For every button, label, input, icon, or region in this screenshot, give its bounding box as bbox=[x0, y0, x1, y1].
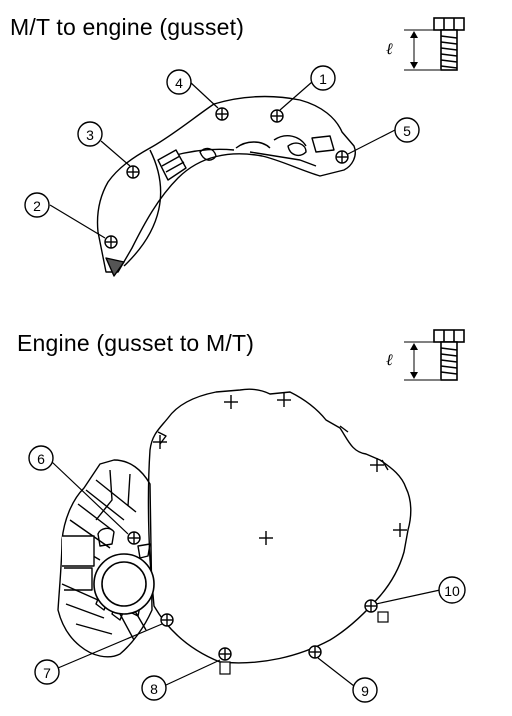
svg-text:7: 7 bbox=[43, 665, 51, 681]
callout-3: 3 bbox=[77, 121, 103, 147]
bolt-length-icon bbox=[404, 17, 465, 71]
svg-text:5: 5 bbox=[403, 123, 411, 139]
plus-markers bbox=[153, 393, 407, 545]
svg-text:8: 8 bbox=[150, 681, 158, 697]
svg-text:6: 6 bbox=[37, 451, 45, 467]
gusset-outline bbox=[96, 95, 356, 277]
svg-text:2: 2 bbox=[33, 198, 41, 214]
callout-9: 9 bbox=[352, 677, 378, 703]
port-ring bbox=[93, 553, 155, 615]
svg-text:1: 1 bbox=[319, 71, 327, 87]
svg-text:4: 4 bbox=[175, 75, 183, 91]
callout-1: 1 bbox=[310, 65, 336, 91]
callout-8: 8 bbox=[141, 675, 167, 701]
callout-10: 10 bbox=[438, 576, 466, 604]
section-title-mt-to-engine: M/T to engine (gusset) bbox=[10, 14, 245, 40]
bolt-length-icon bbox=[404, 329, 465, 381]
leader-lines bbox=[51, 461, 441, 687]
callout-5: 5 bbox=[394, 117, 420, 143]
callout-7: 7 bbox=[34, 659, 60, 685]
callout-2: 2 bbox=[24, 192, 50, 218]
callout-6: 6 bbox=[28, 445, 54, 471]
bolt-length-label: ℓ bbox=[386, 41, 393, 58]
bolt-tabs bbox=[219, 611, 389, 675]
engine-outline bbox=[57, 388, 412, 664]
bolt-length-label: ℓ bbox=[386, 352, 393, 369]
section-title-engine-to-mt: Engine (gusset to M/T) bbox=[17, 330, 255, 356]
callout-4: 4 bbox=[166, 69, 192, 95]
svg-text:10: 10 bbox=[444, 583, 460, 599]
leader-lines bbox=[49, 81, 396, 239]
bolt-marker bbox=[104, 107, 349, 249]
svg-text:9: 9 bbox=[361, 683, 369, 699]
bolt-marker bbox=[127, 531, 378, 661]
svg-text:3: 3 bbox=[86, 127, 94, 143]
